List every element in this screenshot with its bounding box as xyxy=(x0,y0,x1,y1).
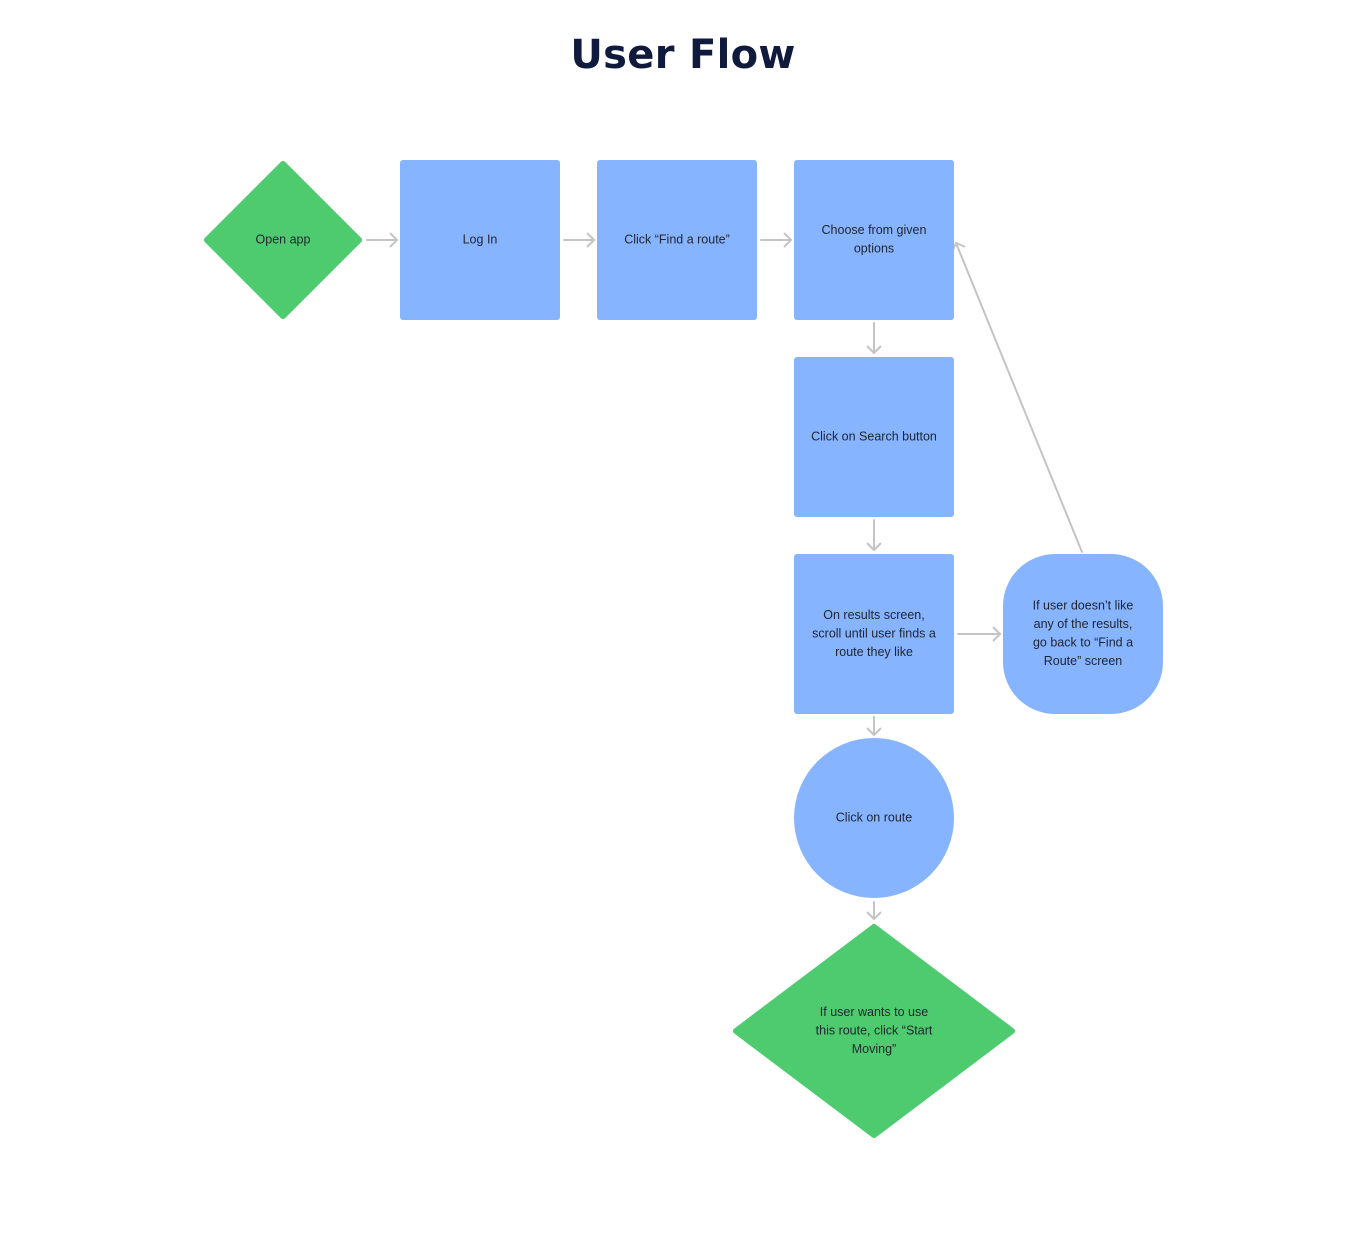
arrowhead-icon xyxy=(389,232,398,248)
node-open-app: Open app xyxy=(204,161,362,319)
arrowhead-icon xyxy=(783,232,792,248)
edge-log-in-to-find-route xyxy=(563,232,595,248)
node-choose-options: Choose from given options xyxy=(794,160,954,320)
node-label-line: route they like xyxy=(835,645,913,659)
circle-shape xyxy=(794,738,954,898)
edges-layer xyxy=(366,232,1083,920)
node-find-route: Click “Find a route” xyxy=(597,160,757,320)
node-label-line: Click on Search button xyxy=(811,429,937,443)
node-label: Log In xyxy=(463,232,498,246)
edge-go-back-to-choose-options xyxy=(951,242,1083,553)
edge-search-button-to-results-screen xyxy=(866,519,882,551)
node-label-line: Route” screen xyxy=(1044,654,1123,668)
arrowhead-icon xyxy=(992,626,1001,642)
node-results-screen: On results screen, scroll until user find… xyxy=(794,554,954,714)
diamond-shape xyxy=(204,161,362,319)
rectangle-shape xyxy=(400,160,560,320)
node-label-line: this route, click “Start xyxy=(816,1023,933,1037)
rounded-rectangle-shape xyxy=(1003,554,1163,714)
node-go-back: If user doesn’t like any of the results, g… xyxy=(1003,554,1163,714)
node-label: Click “Find a route” xyxy=(624,232,730,246)
node-label: Choose from given options xyxy=(822,223,927,256)
node-label-line: Open app xyxy=(256,232,311,246)
node-log-in: Log In xyxy=(400,160,560,320)
arrowhead-icon xyxy=(866,542,882,551)
rectangle-shape xyxy=(597,160,757,320)
node-label-line: Click on route xyxy=(836,810,912,824)
node-label: Click on route xyxy=(836,810,912,824)
edge-results-screen-to-click-route xyxy=(866,716,882,736)
diamond-shape xyxy=(733,924,1015,1138)
node-label: If user wants to use this route, click “S… xyxy=(816,1005,933,1056)
page-title: User Flow xyxy=(570,32,796,78)
node-label-line: Click “Find a route” xyxy=(624,232,730,246)
rectangle-shape xyxy=(794,554,954,714)
node-label-line: go back to “Find a xyxy=(1033,636,1133,650)
edge-results-screen-to-go-back xyxy=(957,626,1001,642)
node-label-line: scroll until user finds a xyxy=(812,626,936,640)
node-label-line: Choose from given xyxy=(822,223,927,237)
node-start-moving: If user wants to use this route, click “S… xyxy=(733,924,1015,1138)
node-label: Open app xyxy=(256,232,311,246)
arrowhead-icon xyxy=(586,232,595,248)
arrowhead-icon xyxy=(866,911,882,920)
node-label-line: Moving” xyxy=(852,1042,896,1056)
rectangle-shape xyxy=(794,357,954,517)
node-click-route: Click on route xyxy=(794,738,954,898)
edge-open-app-to-log-in xyxy=(366,232,398,248)
node-label-line: any of the results, xyxy=(1034,617,1133,631)
node-label-line: options xyxy=(854,242,894,256)
edge-find-route-to-choose-options xyxy=(760,232,792,248)
rectangle-shape xyxy=(794,160,954,320)
nodes-layer: Open app Log In Click “Find a route” Choose… xyxy=(204,160,1163,1138)
node-label-line: If user wants to use xyxy=(820,1005,928,1019)
node-label-line: Log In xyxy=(463,232,498,246)
node-label-line: On results screen, xyxy=(823,608,924,622)
node-search-button: Click on Search button xyxy=(794,357,954,517)
node-label: Click on Search button xyxy=(811,429,937,443)
arrowhead-icon xyxy=(866,727,882,736)
arrowhead-icon xyxy=(866,345,882,354)
node-label-line: If user doesn’t like xyxy=(1033,599,1134,613)
edge-choose-options-to-search-button xyxy=(866,322,882,354)
node-label: If user doesn’t like any of the results, g… xyxy=(1033,599,1134,669)
node-label: On results screen, scroll until user find… xyxy=(812,608,936,659)
edge-click-route-to-start-moving xyxy=(866,901,882,920)
